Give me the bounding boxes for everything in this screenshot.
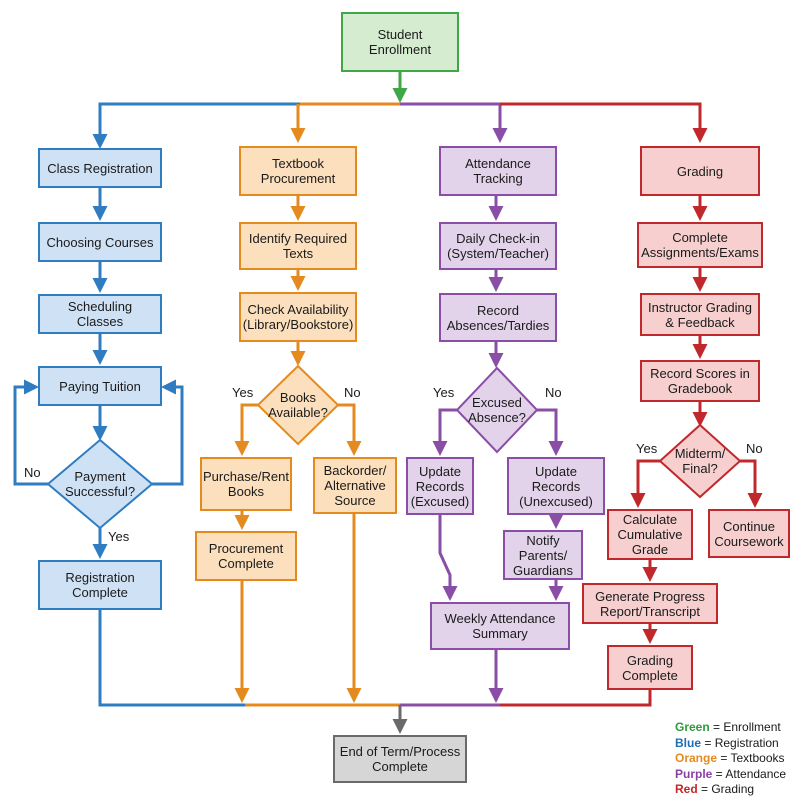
record-absences-node: Record Absences/Tardies: [439, 293, 557, 342]
procurement-complete-node: Procurement Complete: [195, 531, 297, 581]
legend-purple: Purple = Attendance: [675, 766, 787, 781]
end-of-term-node: End of Term/Process Complete: [333, 735, 467, 783]
scheduling-classes-node: Scheduling Classes: [38, 294, 162, 334]
decision-excused-absence: [455, 366, 539, 454]
decision-books-available: [256, 364, 340, 446]
registration-complete-node: Registration Complete: [38, 560, 162, 610]
update-records-unexcused-node: Update Records (Unexcused): [507, 457, 605, 515]
student-enrollment-node: Student Enrollment: [341, 12, 459, 72]
instructor-grading-node: Instructor Grading & Feedback: [640, 293, 760, 336]
legend-green: Green = Enrollment: [675, 720, 781, 734]
grading-node: Grading: [640, 146, 760, 196]
excused-no-label: No: [545, 385, 562, 400]
class-registration-node: Class Registration: [38, 148, 162, 188]
grading-complete-node: Grading Complete: [607, 645, 693, 690]
notify-parents-node: Notify Parents/ Guardians: [503, 530, 583, 580]
payment-no-label: No: [24, 465, 41, 480]
daily-checkin-node: Daily Check-in (System/Teacher): [439, 222, 557, 270]
paying-tuition-node: Paying Tuition: [38, 366, 162, 406]
payment-successful-label: Payment Successful?: [64, 469, 136, 499]
record-scores-node: Record Scores in Gradebook: [640, 360, 760, 402]
weekly-attendance-summary-node: Weekly Attendance Summary: [430, 602, 570, 650]
decision-payment-successful: [46, 438, 154, 530]
check-availability-node: Check Availability (Library/Bookstore): [239, 292, 357, 342]
midterm-no-label: No: [746, 441, 763, 456]
decision-midterm-final: [658, 423, 742, 499]
generate-progress-report-node: Generate Progress Report/Transcript: [582, 583, 718, 624]
midterm-final-label: Midterm/ Final?: [674, 446, 726, 476]
legend-blue: Blue = Registration: [675, 735, 779, 750]
books-no-label: No: [344, 385, 361, 400]
legend-orange: Orange = Textbooks: [675, 751, 785, 765]
continue-coursework-node: Continue Coursework: [708, 509, 790, 558]
excused-absence-label: Excused Absence?: [468, 395, 526, 425]
choosing-courses-node: Choosing Courses: [38, 222, 162, 262]
identify-required-texts-node: Identify Required Texts: [239, 222, 357, 270]
midterm-yes-label: Yes: [636, 441, 658, 456]
backorder-alternative-node: Backorder/ Alternative Source: [313, 457, 397, 514]
books-yes-label: Yes: [232, 385, 254, 400]
calculate-cumulative-grade-node: Calculate Cumulative Grade: [607, 509, 693, 560]
excused-yes-label: Yes: [433, 385, 455, 400]
color-legend: Green = Enrollment Blue = Registration O…: [675, 720, 786, 798]
attendance-tracking-node: Attendance Tracking: [439, 146, 557, 196]
complete-assignments-node: Complete Assignments/Exams: [637, 222, 763, 268]
purchase-rent-books-node: Purchase/Rent Books: [200, 457, 292, 511]
textbook-procurement-node: Textbook Procurement: [239, 146, 357, 196]
payment-yes-label: Yes: [108, 529, 130, 544]
legend-red: Red = Grading: [675, 782, 755, 796]
update-records-excused-node: Update Records (Excused): [406, 457, 474, 515]
books-available-label: Books Available?: [268, 390, 328, 420]
